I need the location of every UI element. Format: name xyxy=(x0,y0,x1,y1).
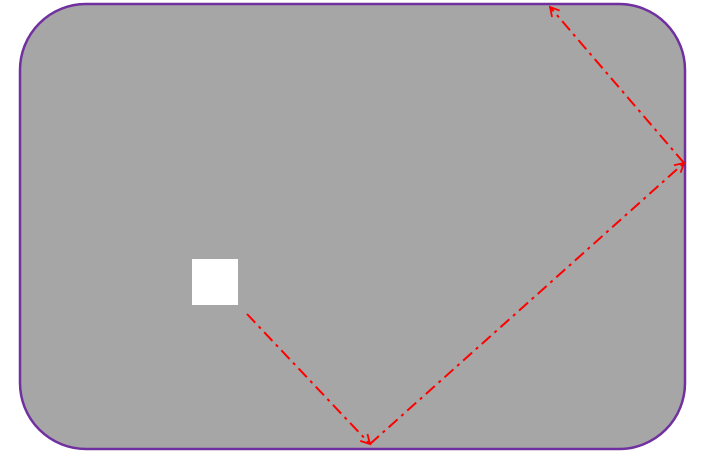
white-square-ball xyxy=(192,259,238,305)
path-segment-to-right-wall xyxy=(369,161,686,445)
path-segment-to-top-wall xyxy=(548,5,685,164)
rounded-table-boundary xyxy=(18,2,687,451)
path-segment-to-bottom-wall xyxy=(246,313,372,446)
